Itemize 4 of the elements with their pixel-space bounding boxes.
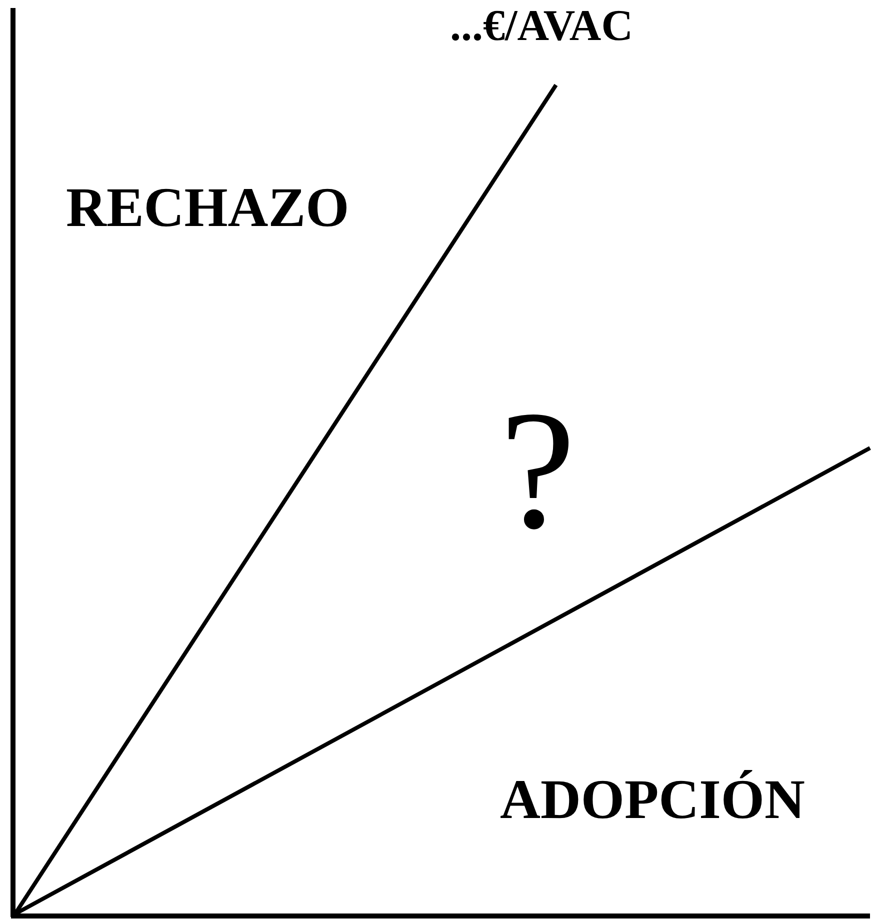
threshold-label: ...€/AVAC	[450, 4, 633, 48]
region-label: ADOPCIÓN	[500, 772, 805, 828]
region-label: RECHAZO	[66, 180, 350, 236]
question-mark: ?	[500, 385, 576, 555]
